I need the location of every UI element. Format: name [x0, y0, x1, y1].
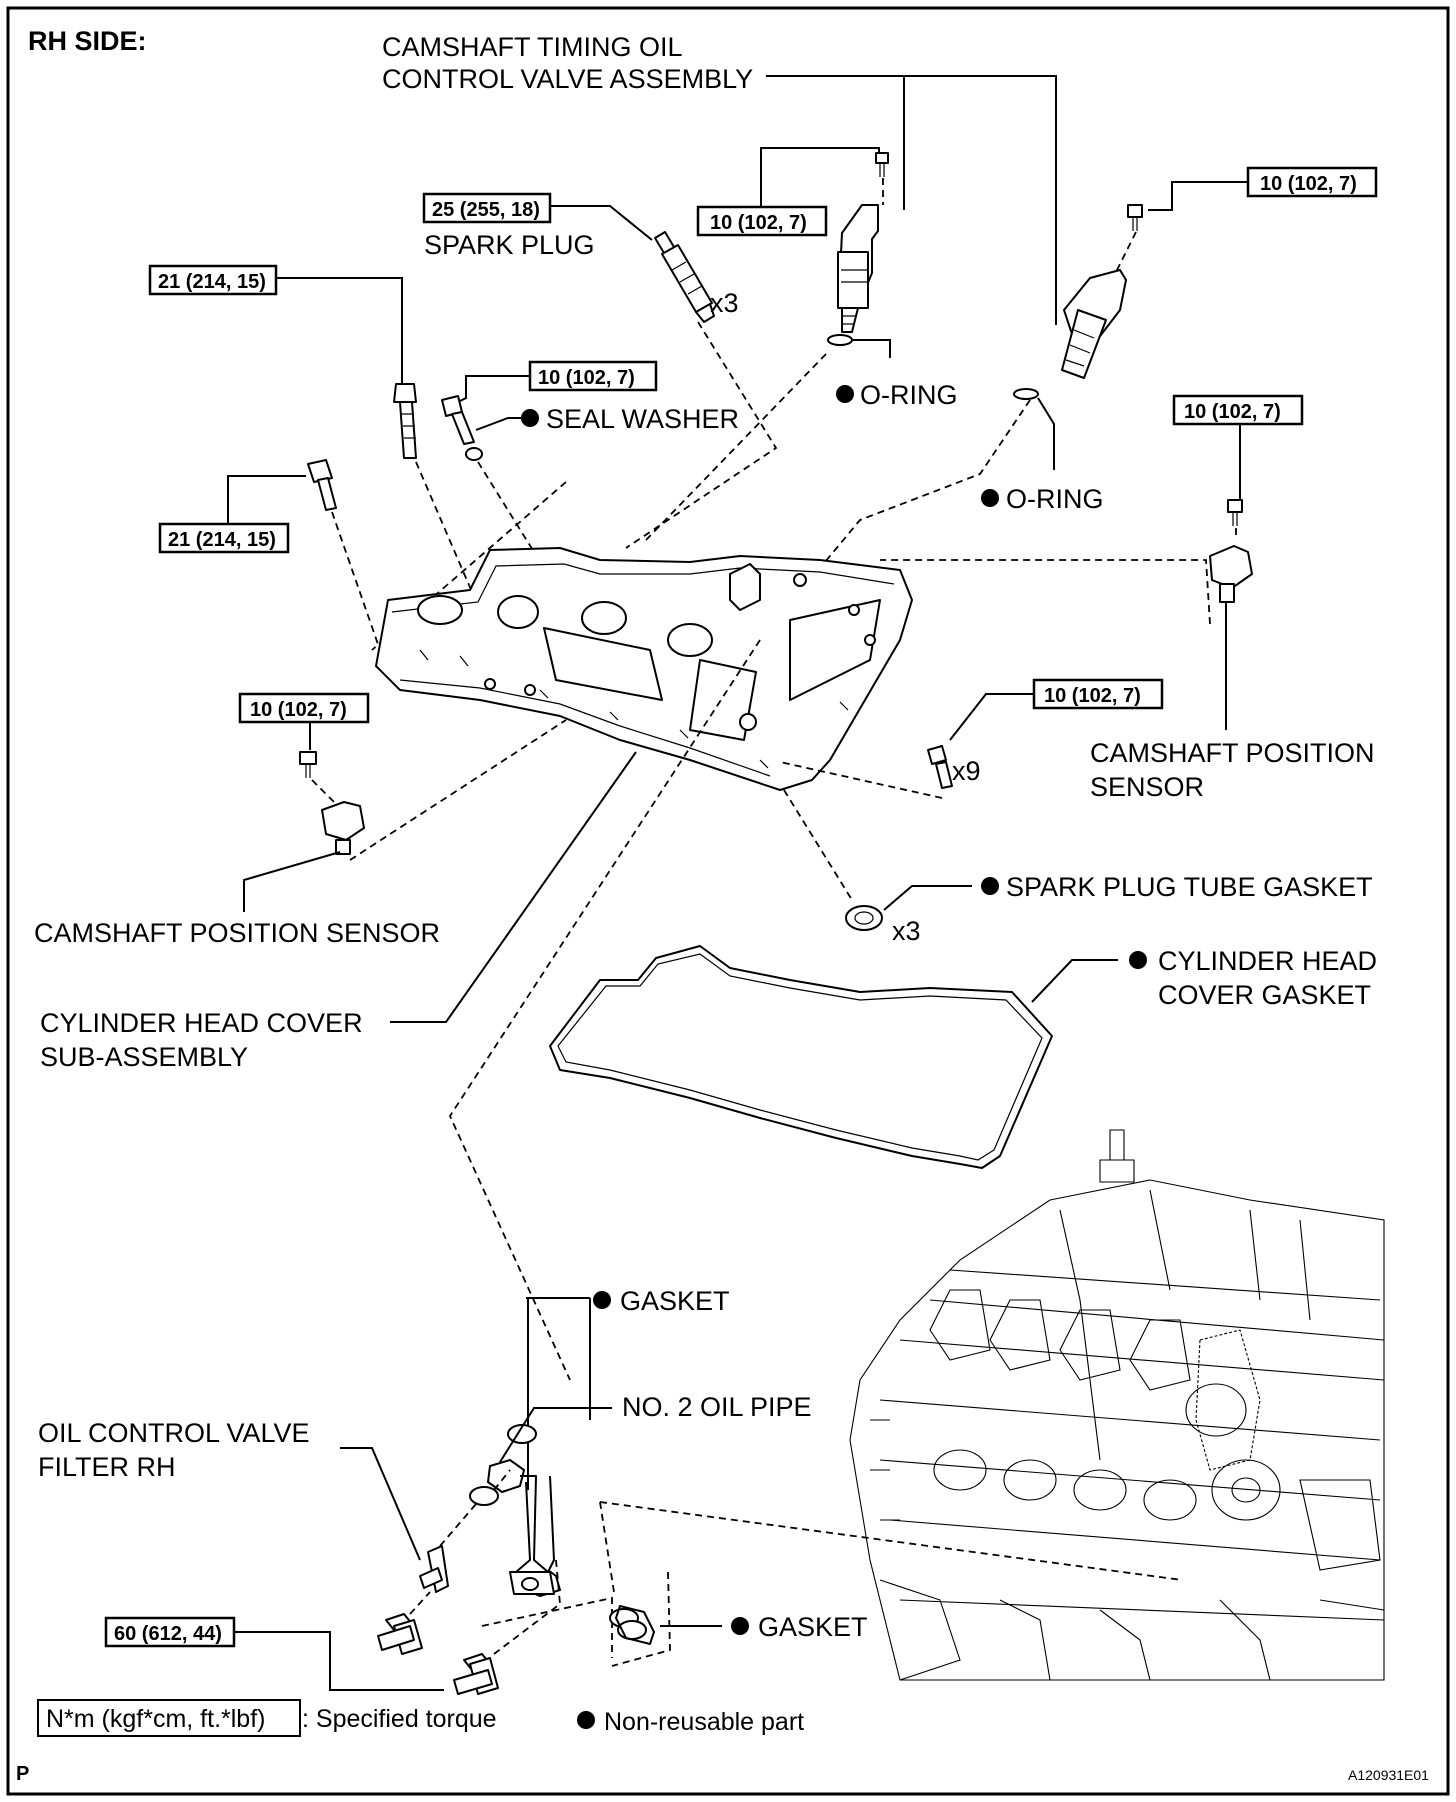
o-ring-label-2: O-RING — [1006, 484, 1104, 514]
seal-washer-bolt — [441, 395, 475, 445]
ocv-bolt-left-torque: 10 (102, 7) — [710, 212, 807, 234]
cam-sensor-right-label-line1: CAMSHAFT POSITION — [1090, 738, 1375, 768]
diagram-frame — [6, 6, 1450, 1796]
cam-sensor-left-label: CAMSHAFT POSITION SENSOR — [34, 918, 440, 948]
cover-bolts-torque: 10 (102, 7) — [1044, 685, 1141, 707]
ocv-bolt-left — [875, 152, 889, 177]
no2-oil-pipe-label: NO. 2 OIL PIPE — [622, 1392, 812, 1422]
cylinder-head-cover-gasket — [549, 945, 1053, 1169]
footer-code: A120931E01 — [1348, 1767, 1429, 1783]
cyl-head-cover-label-line2: SUB-ASSEMBLY — [40, 1042, 248, 1072]
cylinder-head-cover — [375, 547, 913, 791]
spark-plug — [654, 231, 715, 323]
legend-nonreusable-mark — [577, 1711, 595, 1729]
o-ring-label-1: O-RING — [860, 380, 958, 410]
seal-washer-bolt-torque: 10 (102, 7) — [538, 367, 635, 389]
cyl-head-cover-label-line1: CYLINDER HEAD COVER — [40, 1008, 363, 1038]
o-ring-left — [827, 334, 853, 346]
stud-bolt-left — [307, 459, 337, 511]
cover-bolts-qty: x9 — [952, 756, 981, 786]
ocv-bolt-right — [1127, 204, 1143, 231]
spark-plug-label: SPARK PLUG — [424, 230, 595, 260]
no2-oil-pipe — [487, 1459, 561, 1597]
legend-torque-unit: N*m (kgf*cm, ft.*lbf) — [46, 1705, 265, 1733]
cam-sensor-left-bolt — [299, 751, 317, 778]
tube-gasket-qty: x3 — [892, 916, 921, 946]
gasket-bottom-label: GASKET — [758, 1612, 868, 1642]
union-bolt-lower — [453, 1653, 499, 1695]
ocv-filter-label-line2: FILTER RH — [38, 1452, 176, 1482]
stud-bolt-top — [393, 383, 417, 459]
cyl-head-cover-gasket-label-line1: CYLINDER HEAD — [1158, 946, 1377, 976]
engine-block-illustration — [849, 1129, 1385, 1681]
cam-sensor-left — [321, 801, 365, 855]
gasket-bottom — [609, 1605, 655, 1645]
ocv-assembly-label-line2: CONTROL VALVE ASSEMBLY — [382, 64, 753, 94]
union-bolt-upper — [377, 1613, 423, 1655]
gasket-top-lower — [469, 1486, 499, 1506]
legend-torque-desc: : Specified torque — [302, 1705, 497, 1733]
cyl-head-cover-gasket-label-line2: COVER GASKET — [1158, 980, 1371, 1010]
spark-plug-tube-gasket-label: SPARK PLUG TUBE GASKET — [1006, 872, 1373, 902]
cam-sensor-right-label-line2: SENSOR — [1090, 772, 1204, 802]
ocv-bolt-right-torque: 10 (102, 7) — [1260, 173, 1357, 195]
ocv-valve-left — [837, 204, 879, 333]
o-ring-right — [1013, 388, 1039, 400]
gasket-top-label: GASKET — [620, 1286, 730, 1316]
ocv-filter — [419, 1545, 449, 1593]
cam-sensor-right-bolt-torque: 10 (102, 7) — [1184, 401, 1281, 423]
ocv-valve-right — [1061, 269, 1127, 379]
spark-plug-qty: x3 — [710, 288, 739, 318]
ocv-assembly-label-line1: CAMSHAFT TIMING OIL — [382, 32, 683, 62]
ocv-filter-label-line1: OIL CONTROL VALVE — [38, 1418, 310, 1448]
footer-letter: P — [16, 1763, 29, 1785]
seal-washer-label: SEAL WASHER — [546, 404, 739, 434]
spark-plug-torque: 25 (255, 18) — [432, 199, 540, 221]
stud-bolt-left-torque: 21 (214, 15) — [168, 529, 276, 551]
cam-sensor-right-bolt — [1227, 499, 1243, 526]
side-title: RH SIDE: — [28, 26, 147, 56]
spark-plug-tube-gasket — [845, 905, 883, 931]
seal-washer — [465, 447, 483, 461]
legend-nonreusable: Non-reusable part — [604, 1708, 804, 1736]
cover-bolt — [927, 745, 953, 789]
cam-sensor-right — [1209, 545, 1253, 603]
stud-bolt-top-torque: 21 (214, 15) — [158, 271, 266, 293]
cam-sensor-left-bolt-torque: 10 (102, 7) — [250, 699, 347, 721]
union-bolts-torque: 60 (612, 44) — [114, 1623, 222, 1645]
nonreusable-mark — [836, 385, 854, 403]
